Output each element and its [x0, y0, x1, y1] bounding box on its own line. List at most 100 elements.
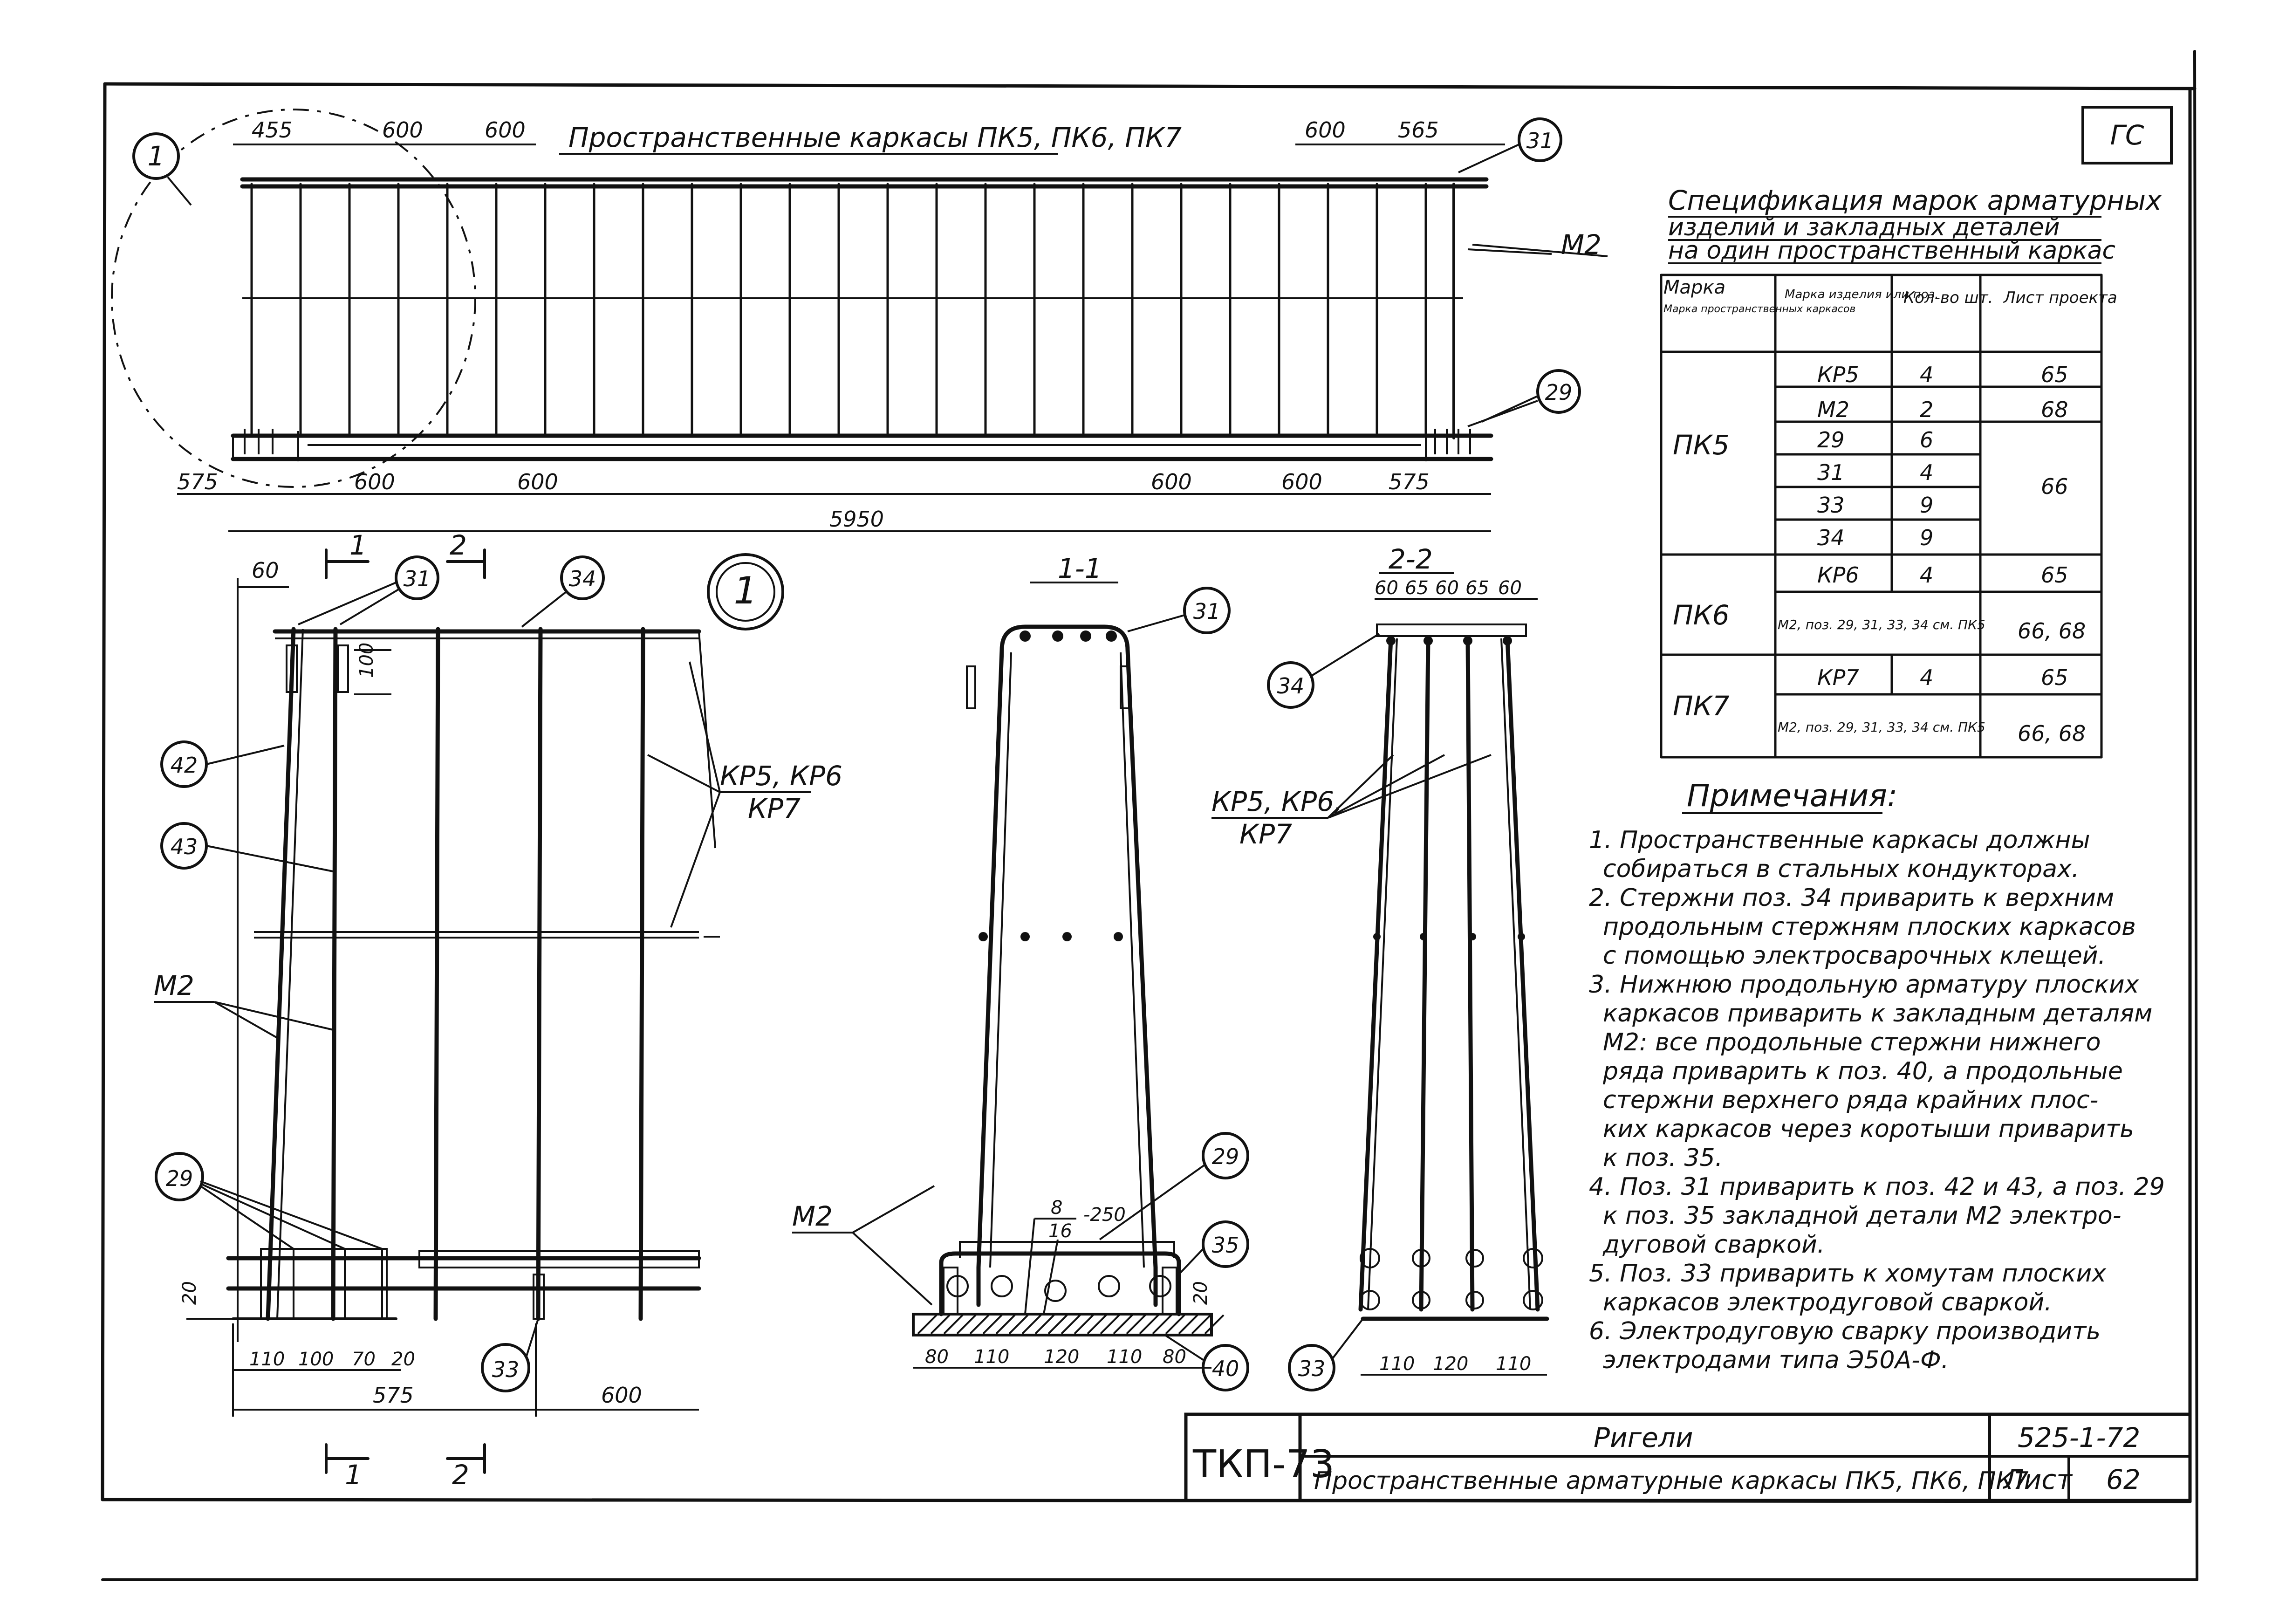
s22-mid-rebar-2	[1420, 933, 1427, 940]
section-mark-2-top-label: 2	[450, 529, 467, 561]
bottom-dim-5: 600	[1281, 469, 1322, 494]
section-1-1-dim-16: 16	[1048, 1220, 1072, 1242]
top-view: Пространственные каркасы ПК5, ПК6, ПК7 4…	[111, 109, 1608, 532]
hatch-line	[969, 1314, 990, 1335]
s11-dim-80a: 80	[925, 1346, 949, 1368]
dim-100: 100	[356, 643, 377, 678]
s22-dim-110a: 110	[1379, 1353, 1415, 1375]
detail-label-kp7: КР7	[748, 793, 801, 824]
s22-kp-leader-b	[1328, 754, 1445, 819]
detail-number-inner	[716, 562, 775, 622]
section-1-1-title: 1-1	[1058, 553, 1102, 584]
note-line: собираться в стальных кондукторах.	[1603, 855, 2079, 883]
top-dim-5: 565	[1398, 117, 1439, 143]
frame-top-line	[103, 82, 2197, 90]
spec-group-pk5: ПК5	[1673, 429, 1730, 461]
title-block-subtitle: Пространственные арматурные каркасы ПК5,…	[1314, 1467, 2029, 1495]
weld-left	[286, 644, 298, 693]
hatch-line	[930, 1314, 951, 1335]
s22-dim-120: 120	[1433, 1353, 1468, 1375]
callout-29-leader-c	[200, 1180, 383, 1250]
hatch-line	[1126, 1314, 1146, 1335]
s11-m2-leader-b	[852, 1232, 933, 1306]
s22-callout-34: 34	[1277, 673, 1305, 699]
spec-h-2: Марка изделия или поз.	[1785, 288, 1939, 302]
hatch-line	[943, 1314, 964, 1335]
s11-dim-110a: 110	[974, 1346, 1009, 1368]
s11-dim-80b: 80	[1163, 1346, 1186, 1368]
s22-callout-33: 33	[1298, 1356, 1326, 1381]
bar-vert-5	[638, 627, 645, 1321]
section-1-1-bottom-stirrup	[939, 1251, 1181, 1316]
section-2-2-title: 2-2	[1389, 543, 1433, 575]
detail-ref-leader	[167, 176, 192, 206]
s22-bot-rebar-4	[1523, 1248, 1543, 1268]
spec-h-3: Кол-во шт.	[1903, 288, 1993, 307]
s22-dim-60b: 60	[1435, 577, 1459, 599]
detail-dim-110: 110	[249, 1349, 285, 1370]
mid-rebar-3	[1062, 932, 1072, 941]
top-dim-2: 600	[382, 117, 423, 143]
s22-callout-33-bubble	[1288, 1344, 1335, 1391]
spec-pk5-mark-3: 29	[1817, 427, 1845, 452]
hatch-line	[982, 1314, 1003, 1335]
corner-mark-box	[2081, 106, 2173, 164]
detail-m2-leader-a	[214, 1001, 280, 1040]
callout-m2-leader	[1472, 244, 1608, 257]
spec-title-line-1: Спецификация марок арматурных	[1668, 185, 2162, 216]
spec-pk7-mark-2: М2, поз. 29, 31, 33, 34 см. ПК5	[1778, 719, 1985, 735]
callout-42-leader	[206, 745, 285, 765]
bar-29	[959, 1241, 1175, 1258]
note-line: 5. Поз. 33 приварить к хомутам плоских	[1589, 1260, 2107, 1288]
overall-dim: 5950	[829, 507, 884, 532]
s22-vertical-bars	[1358, 636, 1540, 1312]
hatch-line	[1061, 1314, 1081, 1335]
callout-m2-leader-2	[1467, 248, 1552, 255]
spec-pk7-sheet-1: 65	[2041, 665, 2068, 690]
hatch-line	[1178, 1314, 1198, 1335]
section-mark-2-bottom-label: 2	[452, 1459, 469, 1491]
section-1-1-dim-leader-b	[1043, 1239, 1059, 1315]
note-line: каркасов электродуговой сваркой.	[1603, 1288, 2052, 1316]
spec-group-pk6: ПК6	[1673, 599, 1730, 631]
callout-31: 31	[404, 566, 431, 591]
top-rebar-2	[1052, 630, 1063, 642]
detail-ref-bubble	[132, 132, 180, 180]
vertical-posts	[250, 183, 1427, 435]
note-line: 1. Пространственные каркасы должны	[1589, 826, 2090, 854]
spec-pk5-qty-4: 4	[1920, 460, 1933, 485]
mid-rebar-1	[979, 932, 988, 941]
weld-33	[533, 1274, 545, 1320]
callout-29: 29	[166, 1166, 193, 1191]
detail-dim-70: 70	[352, 1349, 376, 1370]
section-1-1-plate-40	[912, 1313, 1213, 1336]
s11-callout-29: 29	[1212, 1144, 1239, 1169]
bot-rebar-5	[1149, 1275, 1171, 1297]
section-1-1-stirrup-outer	[976, 624, 1158, 1307]
bar-vert-3	[433, 627, 440, 1321]
spec-pk5-sheet-4: 66	[2041, 474, 2068, 499]
spec-h-4: Лист проекта	[2003, 288, 2117, 307]
callout-31-top-leader	[1458, 144, 1519, 173]
s22-bot-rebar-6	[1412, 1291, 1430, 1309]
bot-rebar-2	[991, 1275, 1013, 1297]
spec-grid	[1660, 274, 2103, 759]
title-block-code: ТКП-73	[1192, 1442, 1335, 1487]
s22-mid-rebar-4	[1518, 933, 1525, 940]
callout-29-bubble	[155, 1152, 204, 1201]
s22-label-kp7: КР7	[1239, 818, 1292, 850]
note-line: стержни верхнего ряда крайних плос-	[1603, 1086, 2098, 1114]
hatch-line	[1034, 1314, 1055, 1335]
s22-bot-rebar-5	[1360, 1290, 1380, 1310]
note-line: с помощью электросварочных клещей.	[1603, 942, 2106, 970]
spec-pk7-sheet-2: 66, 68	[2018, 721, 2086, 746]
corner-mark: ГС	[2110, 119, 2144, 151]
callout-43: 43	[171, 834, 198, 859]
s22-mid-rebar-1	[1373, 933, 1381, 940]
s11-callout-31-leader	[1127, 614, 1185, 632]
s22-callout-34-bubble	[1267, 661, 1314, 709]
title-block-series: 525-1-72	[2018, 1422, 2140, 1453]
bar-42-inner	[276, 629, 304, 1319]
s11-callout-31: 31	[1193, 599, 1221, 624]
